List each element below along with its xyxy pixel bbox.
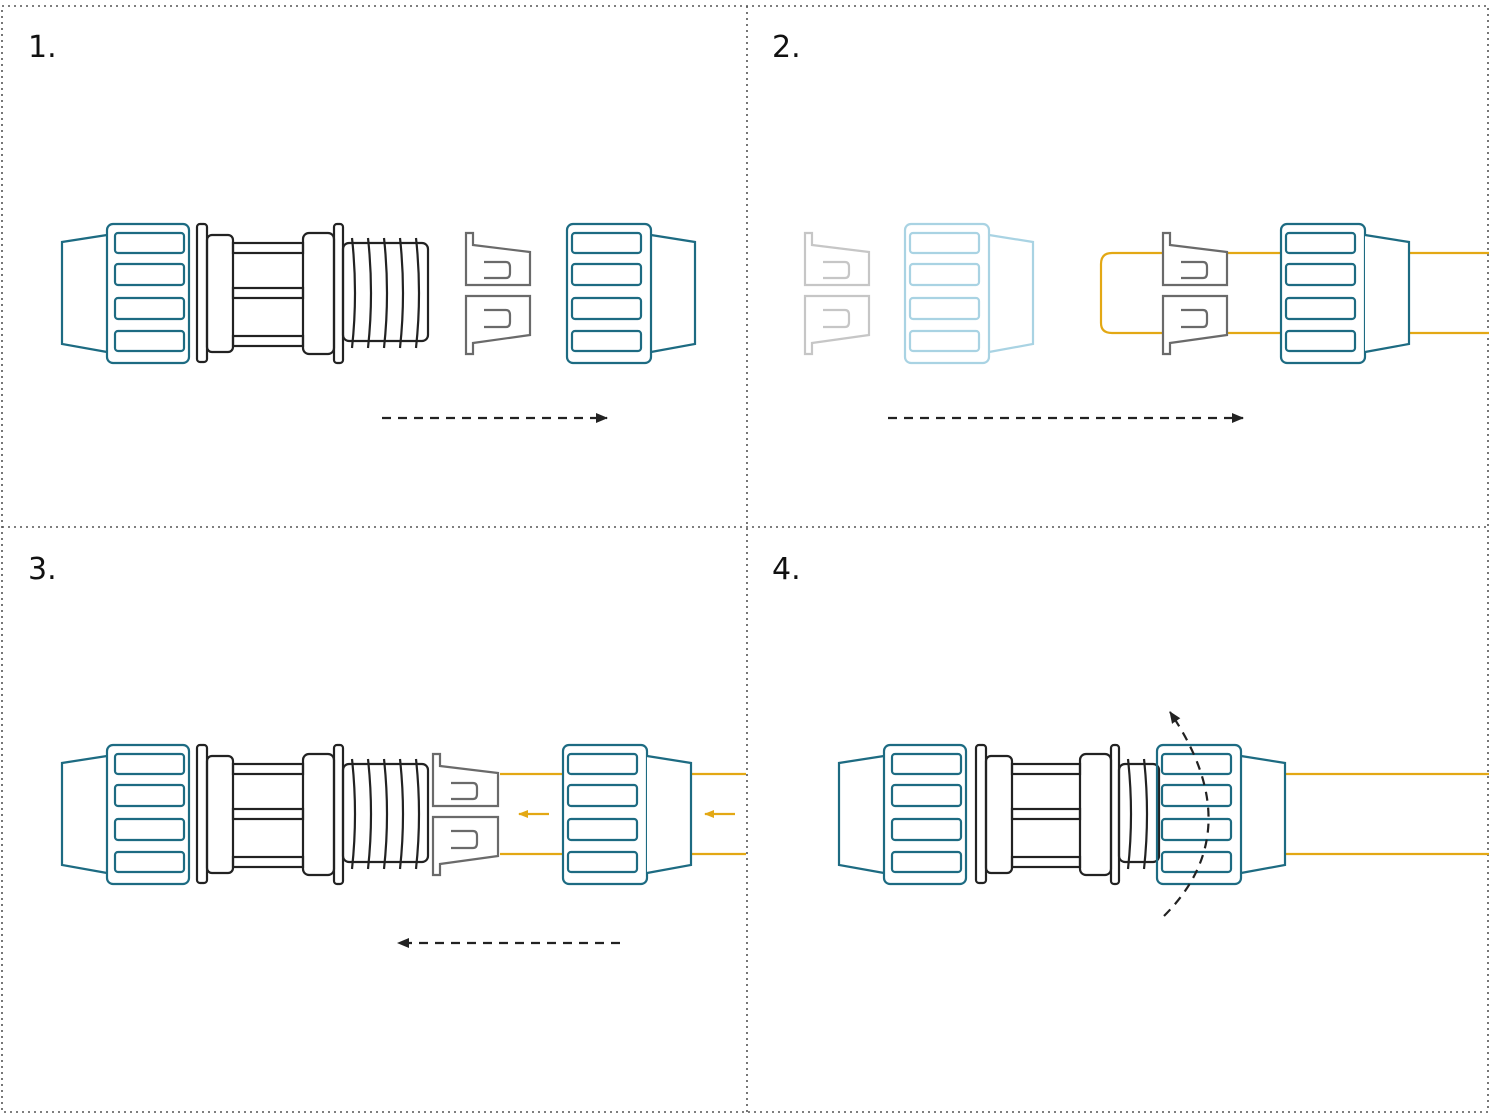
step-2-label: 2. bbox=[772, 30, 801, 65]
step-3-label: 3. bbox=[28, 552, 57, 587]
right-nut-3 bbox=[561, 743, 693, 886]
step-4-illustration bbox=[837, 711, 1489, 917]
pipe-3 bbox=[500, 772, 746, 856]
collet-faded-2 bbox=[803, 231, 871, 356]
left-nut-1 bbox=[60, 222, 191, 365]
panel-grid bbox=[1, 5, 1489, 1113]
connector-body-3 bbox=[195, 743, 430, 886]
connector-body-4 bbox=[974, 743, 1161, 886]
step-4-label: 4. bbox=[772, 552, 801, 587]
left-nut-4 bbox=[837, 743, 968, 886]
collet-1 bbox=[464, 231, 532, 356]
collet-3 bbox=[431, 752, 500, 877]
step-2-illustration bbox=[803, 222, 1489, 423]
step-1-illustration bbox=[60, 222, 697, 423]
left-nut-3 bbox=[60, 743, 191, 886]
nut-faded-2 bbox=[903, 222, 1035, 365]
nut-2 bbox=[1279, 222, 1411, 365]
step-1-label: 1. bbox=[28, 30, 57, 65]
step-3-illustration bbox=[60, 743, 746, 948]
right-nut-4 bbox=[1155, 743, 1287, 886]
right-nut-1 bbox=[565, 222, 697, 365]
rotate-arrow-4 bbox=[1163, 711, 1210, 917]
pipe-2 bbox=[1099, 251, 1489, 335]
pipe-4 bbox=[1286, 772, 1489, 856]
collet-2 bbox=[1161, 231, 1229, 356]
connector-body-1 bbox=[195, 222, 430, 365]
